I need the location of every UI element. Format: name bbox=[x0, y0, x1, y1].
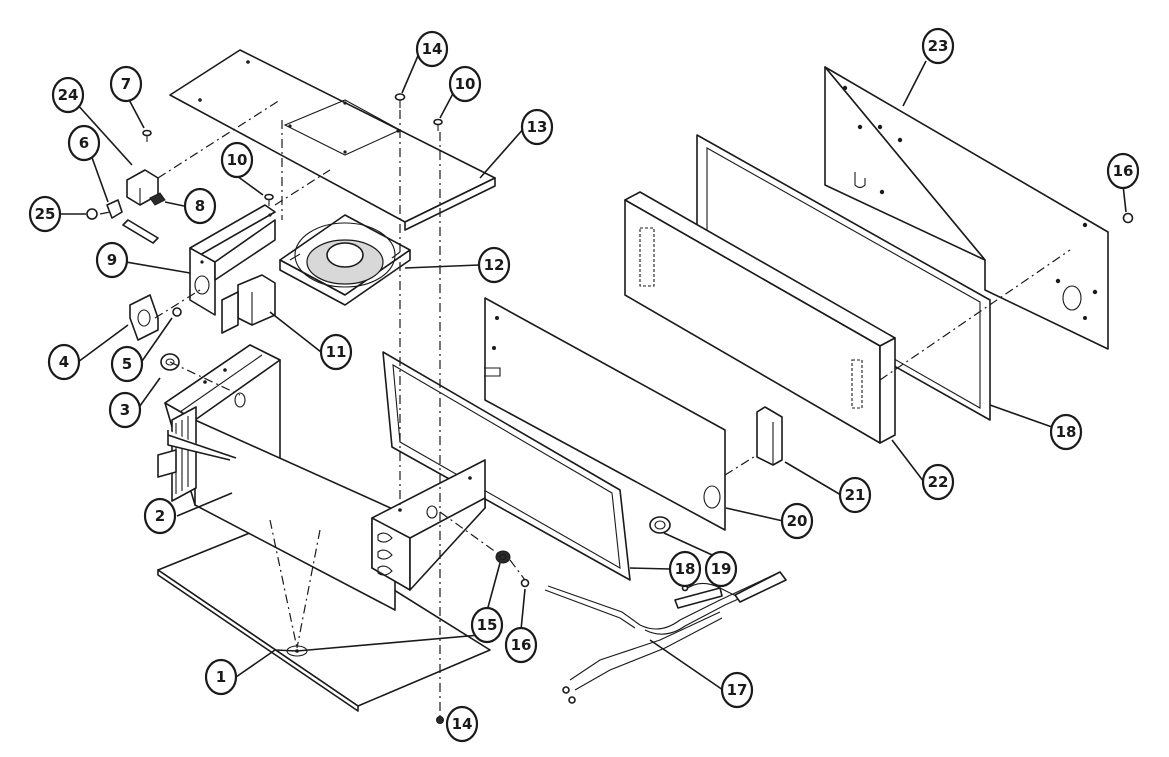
callout-11: 11 bbox=[319, 333, 353, 371]
screw-16-a bbox=[520, 578, 530, 588]
callout-22-label: 22 bbox=[928, 473, 949, 491]
end-bracket bbox=[371, 459, 486, 591]
callout-9: 9 bbox=[95, 241, 129, 279]
callout-23-label: 23 bbox=[928, 37, 949, 55]
callout-16-a: 16 bbox=[504, 626, 538, 664]
callout-18-front: 18 bbox=[668, 550, 702, 588]
callout-16-b-label: 16 bbox=[1113, 162, 1134, 180]
callout-18-rear-label: 18 bbox=[1056, 423, 1077, 441]
inner-panel-20 bbox=[484, 297, 726, 531]
callout-2: 2 bbox=[143, 497, 177, 535]
base-plate-1 bbox=[157, 519, 491, 712]
callout-2-label: 2 bbox=[155, 507, 165, 525]
callout-22: 22 bbox=[921, 463, 955, 501]
screw-14-bottom bbox=[436, 716, 444, 724]
callout-21-label: 21 bbox=[845, 486, 866, 504]
callout-20: 20 bbox=[780, 502, 814, 540]
callout-12: 12 bbox=[477, 246, 511, 284]
callout-7: 7 bbox=[109, 65, 143, 103]
callout-20-label: 20 bbox=[787, 512, 808, 530]
heat-exchanger-2 bbox=[157, 344, 396, 611]
callout-10-b: 10 bbox=[448, 65, 482, 103]
callout-19: 19 bbox=[704, 550, 738, 588]
callout-12-label: 12 bbox=[484, 256, 505, 274]
wiring-harness-17 bbox=[544, 571, 787, 704]
callout-19-label: 19 bbox=[711, 560, 732, 578]
screw-14-top bbox=[394, 93, 406, 108]
screw-10-a bbox=[264, 193, 274, 206]
callout-leaders bbox=[75, 50, 1127, 726]
callout-3-label: 3 bbox=[120, 401, 130, 419]
grommet-19 bbox=[649, 516, 671, 534]
callout-6: 6 bbox=[67, 124, 101, 162]
screw-5 bbox=[172, 307, 182, 317]
relay-11 bbox=[221, 274, 276, 334]
screw-7 bbox=[142, 129, 152, 142]
knob-probe bbox=[122, 219, 159, 244]
spacer-block-21 bbox=[756, 406, 783, 466]
callout-15-label: 15 bbox=[477, 616, 498, 634]
frame-gasket-18-front bbox=[382, 351, 631, 581]
callout-14-top-label: 14 bbox=[422, 40, 443, 58]
screw-10-b bbox=[433, 118, 443, 131]
callout-8-label: 8 bbox=[195, 197, 205, 215]
top-cover-13 bbox=[169, 49, 496, 231]
callout-15: 15 bbox=[470, 606, 504, 644]
callout-17-label: 17 bbox=[727, 681, 748, 699]
callout-9-label: 9 bbox=[107, 251, 117, 269]
callout-17: 17 bbox=[720, 671, 754, 709]
callout-25: 25 bbox=[28, 195, 62, 233]
washer-25 bbox=[86, 208, 98, 220]
callout-25-label: 25 bbox=[35, 205, 56, 223]
fan-12 bbox=[279, 214, 411, 306]
callout-16-a-label: 16 bbox=[511, 636, 532, 654]
callout-6-label: 6 bbox=[79, 134, 89, 152]
callout-24: 24 bbox=[51, 76, 85, 114]
callout-8: 8 bbox=[183, 187, 217, 225]
callout-1-label: 1 bbox=[216, 668, 226, 686]
callout-13-label: 13 bbox=[527, 118, 548, 136]
insulation-block-22 bbox=[624, 191, 896, 444]
callout-14-bottom-label: 14 bbox=[452, 715, 473, 733]
callout-23: 23 bbox=[921, 27, 955, 65]
assembly-lines bbox=[99, 99, 1071, 718]
callout-21: 21 bbox=[838, 476, 872, 514]
callout-14-top: 14 bbox=[415, 30, 449, 68]
callout-24-label: 24 bbox=[58, 86, 79, 104]
callout-5-label: 5 bbox=[122, 355, 132, 373]
callout-14-bottom: 14 bbox=[445, 705, 479, 743]
callout-4-label: 4 bbox=[59, 353, 69, 371]
back-panel-23 bbox=[824, 66, 1109, 350]
callout-4: 4 bbox=[47, 343, 81, 381]
callout-1: 1 bbox=[204, 658, 238, 696]
grommet-15 bbox=[495, 550, 511, 564]
side-bracket-9 bbox=[189, 204, 276, 316]
callout-3: 3 bbox=[108, 391, 142, 429]
callout-11-label: 11 bbox=[326, 343, 347, 361]
callout-5: 5 bbox=[110, 345, 144, 383]
callout-10-b-label: 10 bbox=[455, 75, 476, 93]
callout-18-rear: 18 bbox=[1049, 413, 1083, 451]
callout-10-a-label: 10 bbox=[227, 151, 248, 169]
callout-13: 13 bbox=[520, 108, 554, 146]
screw-16-b bbox=[1122, 212, 1134, 224]
callout-16-b: 16 bbox=[1106, 152, 1140, 190]
clip-6 bbox=[106, 199, 123, 219]
plate-4 bbox=[129, 294, 159, 341]
frame-gasket-18-rear bbox=[696, 134, 991, 421]
callout-10-a: 10 bbox=[220, 141, 254, 179]
nut-8 bbox=[149, 192, 166, 206]
callout-7-label: 7 bbox=[121, 75, 131, 93]
callout-18-front-label: 18 bbox=[675, 560, 696, 578]
